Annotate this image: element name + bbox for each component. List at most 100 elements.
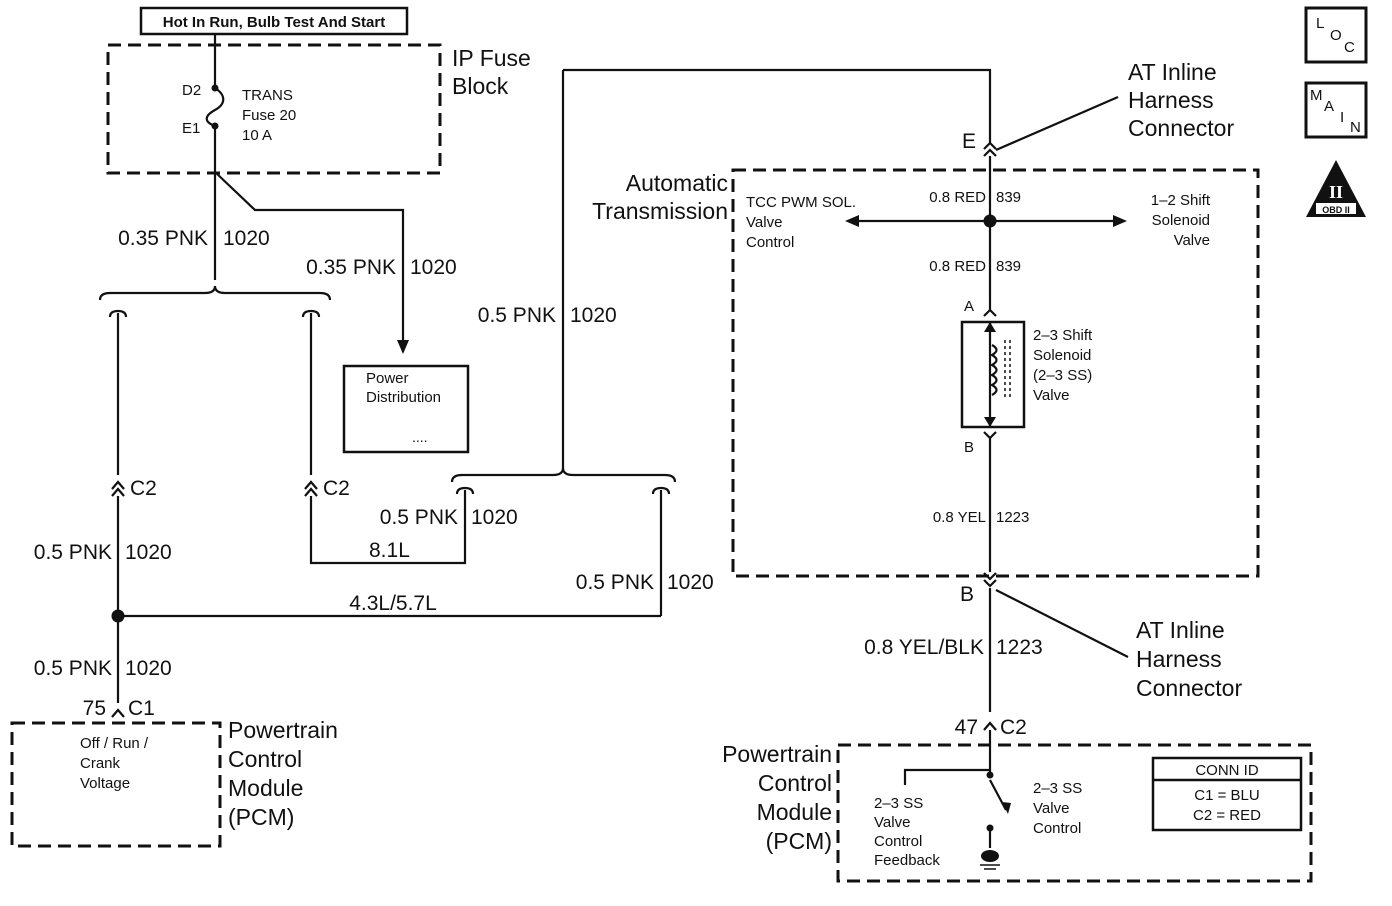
pcm-control-3: Control [1033,820,1081,837]
inline-connector-e-label: E [962,130,976,153]
pcm-feedback-1: 2–3 SS [874,795,923,812]
c2-connector-left [111,480,125,497]
pcm-feedback-3: Control [874,833,922,850]
solenoid-connector-b-label: B [964,439,974,456]
pcm-left-inner-1: Off / Run / [80,735,149,752]
pcm-right-title-3: Module [757,799,832,825]
wire-sol-out: 0.8 YEL [933,509,986,526]
obd-ii-icon[interactable]: II OBD II [1306,160,1366,217]
splice-brace-left [98,285,332,301]
c2-connector-8-1l [304,480,318,497]
c1-name: C1 [128,697,155,720]
pcm-left-inner-3: Voltage [80,775,130,792]
wire-left-c2-circuit: 1020 [125,541,172,564]
c2-8-1l-label: C2 [323,477,350,500]
inline-connector-e [983,141,997,157]
pcm-left-inner-2: Crank [80,755,121,772]
c1-pin: 75 [83,697,106,720]
wire-4-3l-feed-circuit: 1020 [667,571,714,594]
wire-trans-feed-circuit: 1020 [570,304,617,327]
tcc-label-1: TCC PWM SOL. [746,194,856,211]
pcm-left-title-2: Control [228,746,302,772]
splice-dot-left [111,609,125,623]
c2-left-label: C2 [130,477,157,500]
tcc-arrow [845,215,859,227]
automatic-transmission-label-1: Automatic [626,170,728,196]
pcm-right-title-4: (PCM) [766,828,832,854]
solenoid-connector-b [983,431,997,440]
fuse-number: Fuse 20 [242,107,296,124]
tcc-label-3: Control [746,234,794,251]
solenoid-connector-a-label: A [964,298,974,315]
inline-connector-b [983,572,997,588]
pcm-right-outline [836,743,1313,883]
c2-pcm-connector [983,721,997,731]
main-icon-i: I [1340,109,1344,126]
pcm-feedback-2: Valve [874,814,910,831]
pcm-left-title-3: Module [228,775,303,801]
inline-connector-b-label: B [960,583,974,606]
fuse-symbol [205,87,225,128]
conn-id-header: CONN ID [1195,762,1259,779]
ip-fuse-block-outline [106,43,442,175]
at-inline-top-2: Harness [1128,87,1214,113]
ip-fuse-block-title-2: Block [452,73,509,99]
wire-sol-out-circuit: 1223 [996,509,1029,526]
loc-icon-c: C [1344,39,1355,56]
loc-icon-o: O [1330,27,1342,44]
conn-id-row-2: C2 = RED [1193,807,1261,824]
pcm-feedback-4: Feedback [874,852,940,869]
ip-fuse-block-title-1: IP Fuse [452,45,531,71]
pcm-left-outline [10,721,222,848]
at-inline-bottom-3: Connector [1136,675,1242,701]
wire-8-1l-feed-circuit: 1020 [471,506,518,529]
pcm-control-1: 2–3 SS [1033,780,1082,797]
automatic-transmission-outline [731,168,1260,578]
engine-4-3l-label: 4.3L/5.7L [349,592,437,615]
solenoid-connector-a [983,308,997,317]
wire-tcc-mid-circuit: 839 [996,258,1021,275]
wire-8-1l-feed: 0.5 PNK [380,506,458,529]
supply-label-box [139,6,409,36]
pcm-switch-top-dot [986,771,994,779]
automatic-transmission-label-2: Transmission [592,198,728,224]
wire-left-c2: 0.5 PNK [34,541,112,564]
fuse-pin-e1-label: E1 [182,120,200,137]
wire-lower-left-circuit: 1020 [125,657,172,680]
shift-23-label-4: Valve [1033,387,1069,404]
ground-icon [981,850,999,862]
shift-12-label-3: Valve [1174,232,1210,249]
at-inline-top-1: AT Inline [1128,59,1217,85]
shift-23-label-3: (2–3 SS) [1033,367,1092,384]
wire-power-dist-feed-circuit: 1020 [410,256,457,279]
wire-trans-feed: 0.5 PNK [478,304,556,327]
main-icon-a: A [1324,98,1334,115]
c1-connector [111,708,125,718]
main-icon-n: N [1350,119,1361,136]
conn-id-table [1151,756,1303,832]
power-dist-arrow [397,340,409,354]
wire-tcc-top: 0.8 RED [929,189,986,206]
pcm-right-title-1: Powertrain [722,741,832,767]
obd-ii-label: OBD II [1322,205,1350,215]
power-distribution-label-1: Power [366,370,409,387]
loc-icon[interactable]: L O C [1304,6,1368,64]
engine-8-1l-label: 8.1L [369,539,410,562]
wire-tcc-top-circuit: 839 [996,189,1021,206]
c2-pcm-pin: 47 [955,716,978,739]
wire-power-dist-feed: 0.35 PNK [306,256,396,279]
fuse-pin-d2-label: D2 [182,82,201,99]
fuse-name: TRANS [242,87,293,104]
shift-23-label-2: Solenoid [1033,347,1091,364]
c2-pcm-name: C2 [1000,716,1027,739]
at-inline-bottom-2: Harness [1136,646,1222,672]
power-distribution-box [342,364,470,454]
loc-icon-l: L [1316,15,1324,32]
at-inline-top-3: Connector [1128,115,1234,141]
pcm-right-title-2: Control [758,770,832,796]
wire-fuse-out-circuit: 1020 [223,227,270,250]
power-distribution-label-2: Distribution [366,389,441,406]
pcm-left-title-4: (PCM) [228,804,294,830]
main-icon[interactable]: M A I N [1304,81,1368,139]
